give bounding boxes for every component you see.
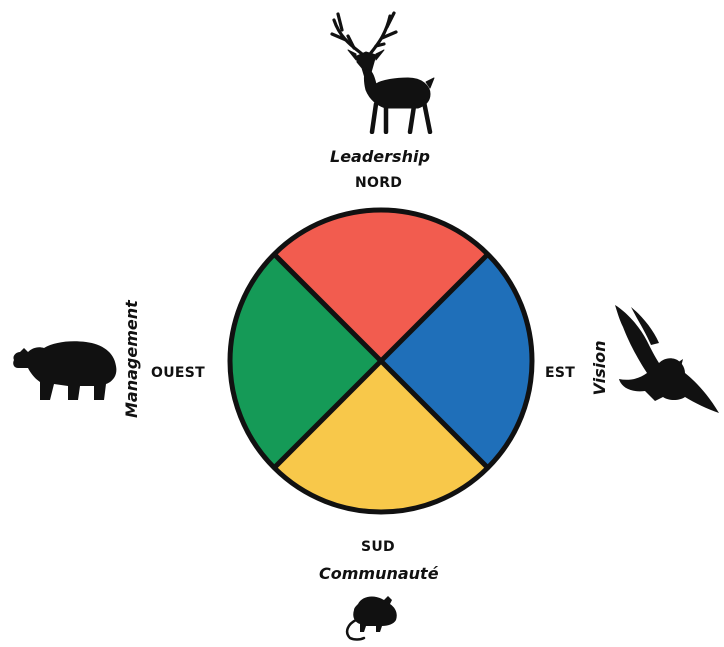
role-label-nord: Leadership <box>330 149 430 165</box>
deer-icon <box>326 10 436 134</box>
direction-label-ouest: OUEST <box>151 366 205 380</box>
role-label-sud: Communauté <box>319 566 439 582</box>
bear-icon <box>8 338 120 404</box>
direction-label-nord: NORD <box>355 176 402 190</box>
direction-label-sud: SUD <box>361 540 395 554</box>
eagle-icon <box>611 301 721 417</box>
direction-label-est: EST <box>545 366 575 380</box>
mouse-icon <box>340 590 400 642</box>
medicine-wheel <box>226 206 536 516</box>
role-label-ouest: Management <box>124 318 140 418</box>
role-label-est: Vision <box>592 328 608 408</box>
